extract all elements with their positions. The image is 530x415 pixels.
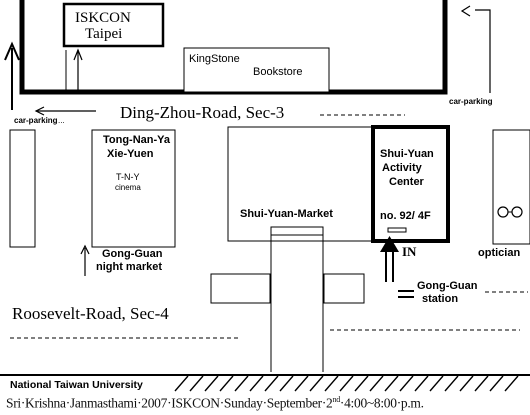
- parking-dots: ...: [58, 116, 65, 125]
- night-market-line1: Gong-Guan: [102, 248, 163, 260]
- ntu-boundary: [0, 374, 530, 392]
- ding-zhou-road-label: Ding-Zhou-Road, Sec-3: [120, 103, 284, 122]
- shui-yuan-market-label: Shui-Yuan-Market: [240, 208, 333, 220]
- activity-center-line1: Shui-Yuan: [380, 148, 434, 160]
- optician-label: optician: [478, 247, 520, 259]
- station-line2: station: [422, 293, 458, 305]
- cinema-name-label: T-N-Y: [116, 172, 140, 182]
- activity-center-address: no. 92/ 4F: [380, 210, 431, 222]
- market-walkway: [270, 226, 324, 372]
- bookstore-label: Bookstore: [253, 66, 303, 78]
- iskcon-taipei-box: ISKCON Taipei: [62, 2, 165, 48]
- tong-nan-ya-label: Tong-Nan-Ya: [103, 134, 171, 146]
- caption-text-post: ·4:00~8:00·p.m.: [339, 395, 424, 411]
- left-road-arrow: [34, 106, 96, 116]
- event-caption: Sri·Krishna·Janmasthami·2007·ISKCON·Sund…: [6, 395, 526, 413]
- left-parking-label: car-parking: [14, 116, 58, 125]
- lower-block-left: [210, 273, 271, 304]
- ntu-label: National Taiwan University: [10, 379, 143, 391]
- entrance-label: IN: [402, 244, 417, 259]
- entrance-arrow: [380, 236, 399, 282]
- tong-nan-ya-block: Tong-Nan-Ya Xie-Yuen T-N-Y cinema: [91, 129, 176, 248]
- taipei-label: Taipei: [85, 26, 122, 42]
- kingstone-bookstore-box: KingStone Bookstore: [183, 47, 330, 93]
- far-left-block: [9, 129, 36, 248]
- lower-block-right: [323, 273, 365, 304]
- xie-yuen-label: Xie-Yuen: [107, 148, 154, 160]
- caption-text-pre: Sri·Krishna·Janmasthami·2007·ISKCON·Sund…: [6, 395, 333, 411]
- svg-text:...: ...: [58, 116, 65, 125]
- activity-center-box: Shui-Yuan Activity Center no. 92/ 4F: [371, 125, 450, 243]
- caption-text-sup: nd: [332, 395, 341, 404]
- night-market-arrow: [80, 244, 90, 276]
- left-parking-arrow: [4, 41, 20, 110]
- cinema-label: cinema: [115, 183, 141, 192]
- activity-center-line3: Center: [389, 176, 425, 188]
- right-parking-arrow: [460, 5, 491, 93]
- night-market-line2: night market: [96, 261, 162, 273]
- optician-block: [492, 129, 530, 245]
- station-line1: Gong-Guan: [417, 280, 478, 292]
- glasses-icon: [497, 206, 523, 218]
- kingstone-label: KingStone: [189, 53, 240, 65]
- right-parking-label: car-parking: [449, 97, 493, 106]
- roosevelt-road-label: Roosevelt-Road, Sec-4: [12, 304, 169, 323]
- station-marker: [398, 290, 414, 298]
- iskcon-label: ISKCON: [75, 10, 131, 26]
- activity-center-line2: Activity: [382, 162, 423, 174]
- iskcon-pointer-arrow: [65, 48, 83, 92]
